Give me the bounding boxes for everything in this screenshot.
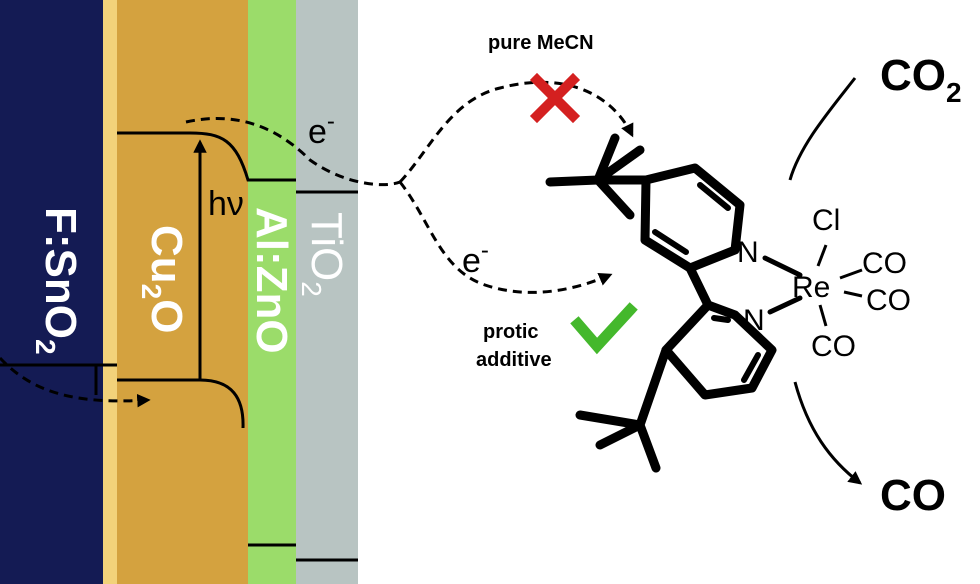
re-atom: Re xyxy=(792,271,830,304)
electron-pathways xyxy=(0,80,634,408)
azo-label: Al:ZnO xyxy=(247,207,296,354)
cu2o-label-a: Cu xyxy=(142,225,191,284)
electron-lower-dashed-arrow xyxy=(398,181,613,294)
cycle-arc-top xyxy=(788,77,857,181)
cu2o-conduction-band xyxy=(117,131,296,182)
tbu-bottom xyxy=(575,345,671,473)
electron-label-top: e- xyxy=(308,108,335,151)
hole-transfer-dashed-arrow xyxy=(0,356,151,408)
pyridine-top xyxy=(640,163,745,273)
fto-label-sub: 2 xyxy=(30,339,61,355)
pure-mecn-label: pure MeCN xyxy=(488,32,594,54)
tio2-label: TiO2 xyxy=(296,212,351,297)
n-atom-bottom: N xyxy=(743,304,765,337)
tio2-layer xyxy=(296,0,358,584)
tio2-label-main: TiO xyxy=(302,212,351,281)
electron-upper-dashed-arrow xyxy=(398,80,634,184)
co-ligand-3: CO xyxy=(811,330,856,363)
electron-label-mid: e- xyxy=(462,237,489,280)
pyridine-top-inner xyxy=(652,182,731,255)
re-ligand-bonds xyxy=(816,244,863,327)
electron-mid-minus: - xyxy=(481,237,489,264)
n-atom-top: N xyxy=(737,236,759,269)
rhenium-complex-structure xyxy=(545,133,803,473)
cu2o-label-b: O xyxy=(142,299,191,333)
tbu-top xyxy=(545,133,651,220)
co2-label-sub: 2 xyxy=(946,77,962,108)
protic-label-line1: protic xyxy=(483,321,539,343)
pyridine-bottom-inner xyxy=(711,315,761,383)
electron-mid-e: e xyxy=(462,242,481,280)
bipyridine-link xyxy=(685,263,713,310)
cl-ligand: Cl xyxy=(812,204,840,237)
cycle-arrow-bottom xyxy=(793,381,863,485)
azo-layer xyxy=(248,0,296,584)
tio2-label-sub: 2 xyxy=(296,281,327,297)
cu2o-label: Cu2O xyxy=(136,225,191,333)
co2-label-main: CO xyxy=(880,51,946,100)
co-ligand-2: CO xyxy=(866,284,911,317)
co2-label: CO2 xyxy=(880,51,962,108)
cu2o-label-sub: 2 xyxy=(136,284,167,300)
electron-main-dashed-path xyxy=(185,117,401,187)
re-n-bond-bottom xyxy=(767,295,803,315)
cu2o-valence-band xyxy=(117,378,245,429)
co-product-label: CO xyxy=(880,471,946,520)
photon-label: hν xyxy=(208,185,244,223)
fto-label-main: F:SnO xyxy=(36,207,85,339)
cu2o-interface-strip xyxy=(103,0,117,584)
fto-layer xyxy=(0,0,103,584)
band-diagram xyxy=(0,131,358,562)
checkmark-icon xyxy=(570,302,638,355)
cu2o-layer xyxy=(117,0,248,584)
co-ligand-1: CO xyxy=(862,247,907,280)
protic-label-line2: additive xyxy=(476,349,552,371)
fail-cross-icon xyxy=(529,72,581,124)
re-n-bond-top xyxy=(762,255,803,278)
electron-top-e: e xyxy=(308,113,327,151)
fto-label: F:SnO2 xyxy=(30,207,85,355)
electron-top-minus: - xyxy=(327,108,335,135)
